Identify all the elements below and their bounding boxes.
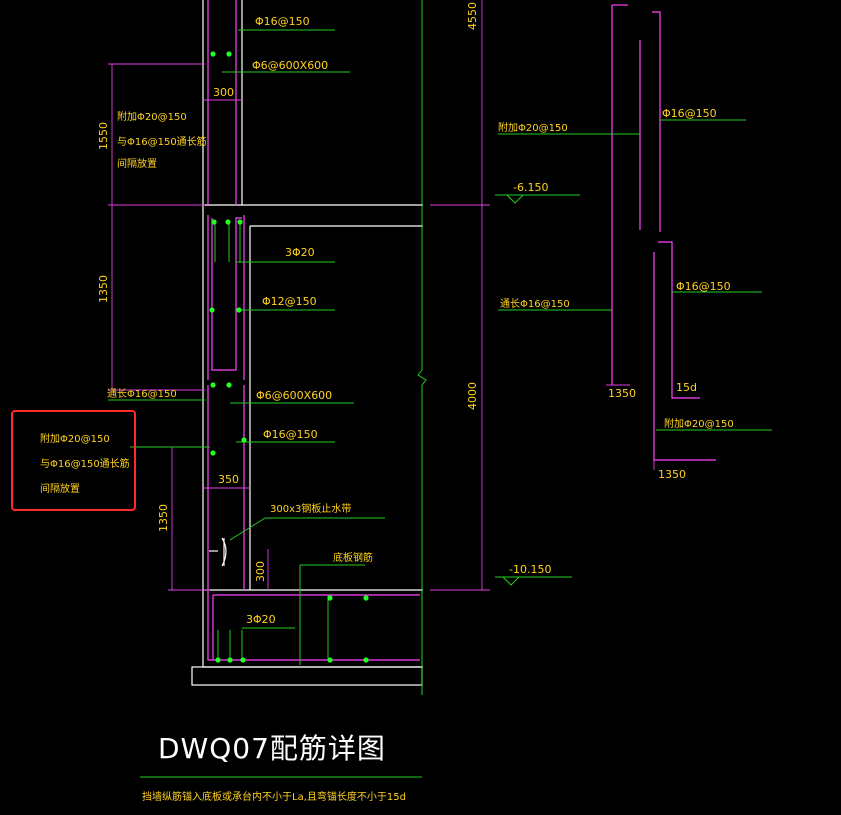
- label-right-bar-top: Φ16@150: [662, 107, 717, 120]
- label-bottom-rebar: 底板钢筋: [333, 551, 373, 564]
- label-tie-mid: Φ6@600X600: [256, 389, 332, 402]
- elevation-markers: [502, 194, 524, 586]
- label-stirrup-mid: Φ12@150: [262, 295, 317, 308]
- dimension-lines: [108, 0, 655, 591]
- dim-300-bottom: 300: [254, 561, 267, 582]
- dim-1350-bottom: 1350: [157, 504, 170, 532]
- dim-300-top: 300: [213, 86, 234, 99]
- rebar-labels: Φ16@150 Φ6@600X600 附加Φ20@150 与Φ16@150通长筋…: [107, 15, 734, 626]
- label-right-add-bottom: 附加Φ20@150: [664, 417, 734, 430]
- leader-lines: [108, 29, 772, 778]
- drawing-note: 挡墙纵筋锚入底板或承台内不小于La,且弯锚长度不小于15d: [142, 790, 406, 803]
- dim-4000: 4000: [466, 382, 479, 410]
- dimension-labels: 300 1550 1350 350 1350 300 4550 4000 135…: [97, 2, 686, 582]
- highlight-line-3: 间隔放置: [40, 482, 80, 495]
- wall-outline: [191, 0, 423, 686]
- label-add-top-2: 与Φ16@150通长筋: [117, 135, 207, 148]
- dim-1350-left: 1350: [97, 275, 110, 303]
- dim-4550: 4550: [466, 2, 479, 30]
- label-right-add: 附加Φ20@150: [498, 121, 568, 134]
- drawing-title: DWQ07配筋详图: [158, 732, 386, 765]
- label-corner-bars: 3Φ20: [285, 246, 315, 259]
- label-waterstop: 300x3钢板止水带: [270, 502, 351, 515]
- waterstop-plate-icon: [209, 537, 227, 567]
- dim-350: 350: [218, 473, 239, 486]
- label-add-top-3: 间隔放置: [117, 157, 157, 170]
- axis-line: [417, 0, 427, 695]
- label-right-bar-mid: Φ16@150: [676, 280, 731, 293]
- label-tie-top: Φ6@600X600: [252, 59, 328, 72]
- elevation-labels: -6.150 -10.150: [509, 181, 551, 576]
- highlight-line-1: 附加Φ20@150: [40, 432, 110, 445]
- rebar-dots: [209, 51, 369, 663]
- highlight-callout: 附加Φ20@150 与Φ16@150通长筋 间隔放置: [11, 410, 136, 511]
- highlight-line-2: 与Φ16@150通长筋: [40, 457, 130, 470]
- label-bottom-corner: 3Φ20: [246, 613, 276, 626]
- highlight-box: [11, 410, 136, 511]
- rebar-lines: [207, 0, 716, 661]
- elevation-lower: -10.150: [509, 563, 551, 576]
- dim-1350-right-a: 1350: [608, 387, 636, 400]
- label-bar-top: Φ16@150: [255, 15, 310, 28]
- label-right-15d: 15d: [676, 381, 697, 394]
- elevation-upper: -6.150: [513, 181, 548, 194]
- dim-1350-right-b: 1350: [658, 468, 686, 481]
- label-right-through: 通长Φ16@150: [500, 298, 570, 310]
- label-through-left: 通长Φ16@150: [107, 388, 177, 400]
- label-add-top-1: 附加Φ20@150: [117, 110, 187, 123]
- dim-1550: 1550: [97, 122, 110, 150]
- label-bar-mid: Φ16@150: [263, 428, 318, 441]
